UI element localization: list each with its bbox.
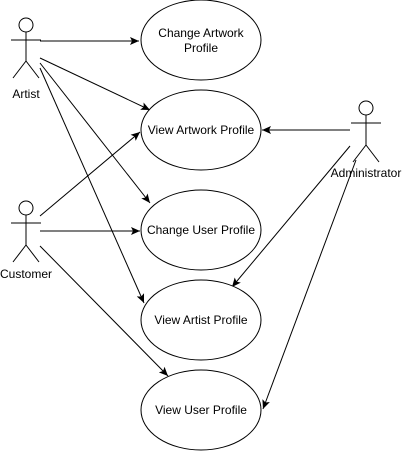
use-case-label-line-1: Change Artwork xyxy=(158,26,244,40)
assoc-customer-view-artwork xyxy=(39,131,141,217)
assoc-artist-view-artist xyxy=(39,67,145,304)
assoc-admin-view-user xyxy=(262,159,357,410)
actor-label-administrator: Administrator xyxy=(331,166,402,180)
use-case-ellipse xyxy=(140,279,262,361)
actor-head xyxy=(358,100,374,116)
use-case-change-user-profile: Change User Profile xyxy=(140,189,262,271)
assoc-customer-view-user xyxy=(39,245,169,377)
use-case-ellipse xyxy=(140,89,262,171)
actor-head xyxy=(18,200,34,216)
actor-label-artist: Artist xyxy=(12,87,40,101)
use-case-view-artwork-profile: View Artwork Profile xyxy=(140,89,262,171)
actor-administrator: Administrator xyxy=(331,100,402,180)
use-case-label: View User Profile xyxy=(155,403,247,417)
use-case-ellipse xyxy=(140,189,262,271)
use-case-ellipse xyxy=(140,0,262,81)
assoc-artist-change-user xyxy=(39,62,151,204)
actor-artist: Artist xyxy=(11,17,41,101)
actor-label-customer: Customer xyxy=(0,267,52,281)
use-case-label: View Artist Profile xyxy=(154,313,247,327)
use-case-change-artwork-profile: Change Artwork Profile xyxy=(140,0,262,81)
use-case-label-line-2: Profile xyxy=(184,41,218,55)
assoc-admin-view-artist xyxy=(231,145,351,288)
use-case-view-artist-profile: View Artist Profile xyxy=(140,279,262,361)
actor-customer: Customer xyxy=(0,200,52,281)
associations xyxy=(39,37,357,410)
assoc-artist-view-artwork xyxy=(39,57,151,111)
use-case-ellipse xyxy=(140,369,262,451)
actor-head xyxy=(18,17,34,33)
use-case-label: Change User Profile xyxy=(147,223,255,237)
use-case-label: View Artwork Profile xyxy=(148,123,255,137)
use-case-view-user-profile: View User Profile xyxy=(140,369,262,451)
